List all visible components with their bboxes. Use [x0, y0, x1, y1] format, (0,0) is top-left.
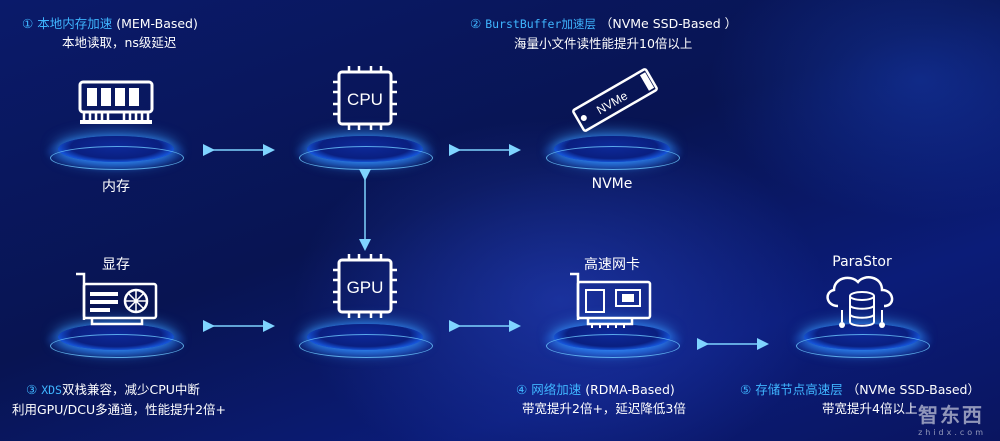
note-local-memory: ① 本地内存加速 (MEM-Based) 本地读取，ns级延迟 [22, 14, 198, 52]
note-tag: （NVMe SSD-Based） [846, 382, 980, 397]
cpu-chip-label: CPU [347, 90, 383, 109]
note-desc: 本地读取，ns级延迟 [62, 35, 177, 50]
memory-label: 内存 [102, 179, 130, 195]
note-burstbuffer: ② BurstBuffer加速层 （NVMe SSD-Based ） 海量小文件… [470, 14, 737, 53]
platform-nvme [542, 130, 682, 170]
platform-memory [46, 130, 186, 170]
note-storage: ⑤ 存储节点高速层 （NVMe SSD-Based） 带宽提升4倍以上 [740, 380, 980, 418]
vram-label: 显存 [102, 257, 130, 273]
platform-nic [542, 318, 682, 358]
note-number: ① [22, 16, 34, 31]
note-title: 双栈兼容，减少CPU中断 [61, 382, 200, 397]
parastor-label: ParaStor [832, 254, 892, 270]
note-tag: （NVMe SSD-Based ） [599, 16, 738, 31]
platform-vram [46, 318, 186, 358]
nic-label: 高速网卡 [584, 257, 640, 273]
network-card-icon [570, 272, 652, 328]
nvme-icon: NVMe [572, 68, 658, 132]
note-xds: ③ XDS双栈兼容，减少CPU中断 利用GPU/DCU多通道，性能提升2倍+ [12, 380, 226, 419]
note-title: 网络加速 [531, 382, 582, 397]
note-network: ④ 网络加速 (RDMA-Based) 带宽提升2倍+，延迟降低3倍 [516, 380, 686, 418]
gpu-chip-label: GPU [347, 278, 384, 297]
note-tag: (RDMA-Based) [585, 382, 675, 397]
note-title: 本地内存加速 [37, 16, 113, 31]
note-number: ⑤ [740, 382, 752, 397]
cloud-storage-icon [826, 276, 894, 328]
platform-gpu [295, 318, 435, 358]
platform-parastor [792, 318, 932, 358]
memory-icon [78, 80, 154, 124]
watermark-logo: 智东西 zhidx.com [918, 403, 986, 437]
note-title: 存储节点高速层 [755, 382, 843, 397]
note-title: BurstBuffer加速层 [485, 17, 596, 31]
note-desc: 带宽提升4倍以上 [822, 401, 918, 416]
graphics-card-icon [76, 272, 158, 326]
note-desc: 带宽提升2倍+，延迟降低3倍 [522, 401, 686, 416]
cpu-icon: CPU [333, 66, 397, 130]
note-desc: 海量小文件读性能提升10倍以上 [514, 36, 693, 51]
gpu-icon: GPU [333, 254, 397, 318]
note-desc: 利用GPU/DCU多通道，性能提升2倍+ [12, 402, 227, 417]
note-xds-tag: XDS [41, 383, 62, 397]
note-tag: (MEM-Based) [116, 16, 198, 31]
note-number: ② [470, 16, 482, 31]
note-number: ④ [516, 382, 528, 397]
nvme-label: NVMe [591, 176, 633, 192]
note-number: ③ [26, 382, 38, 397]
